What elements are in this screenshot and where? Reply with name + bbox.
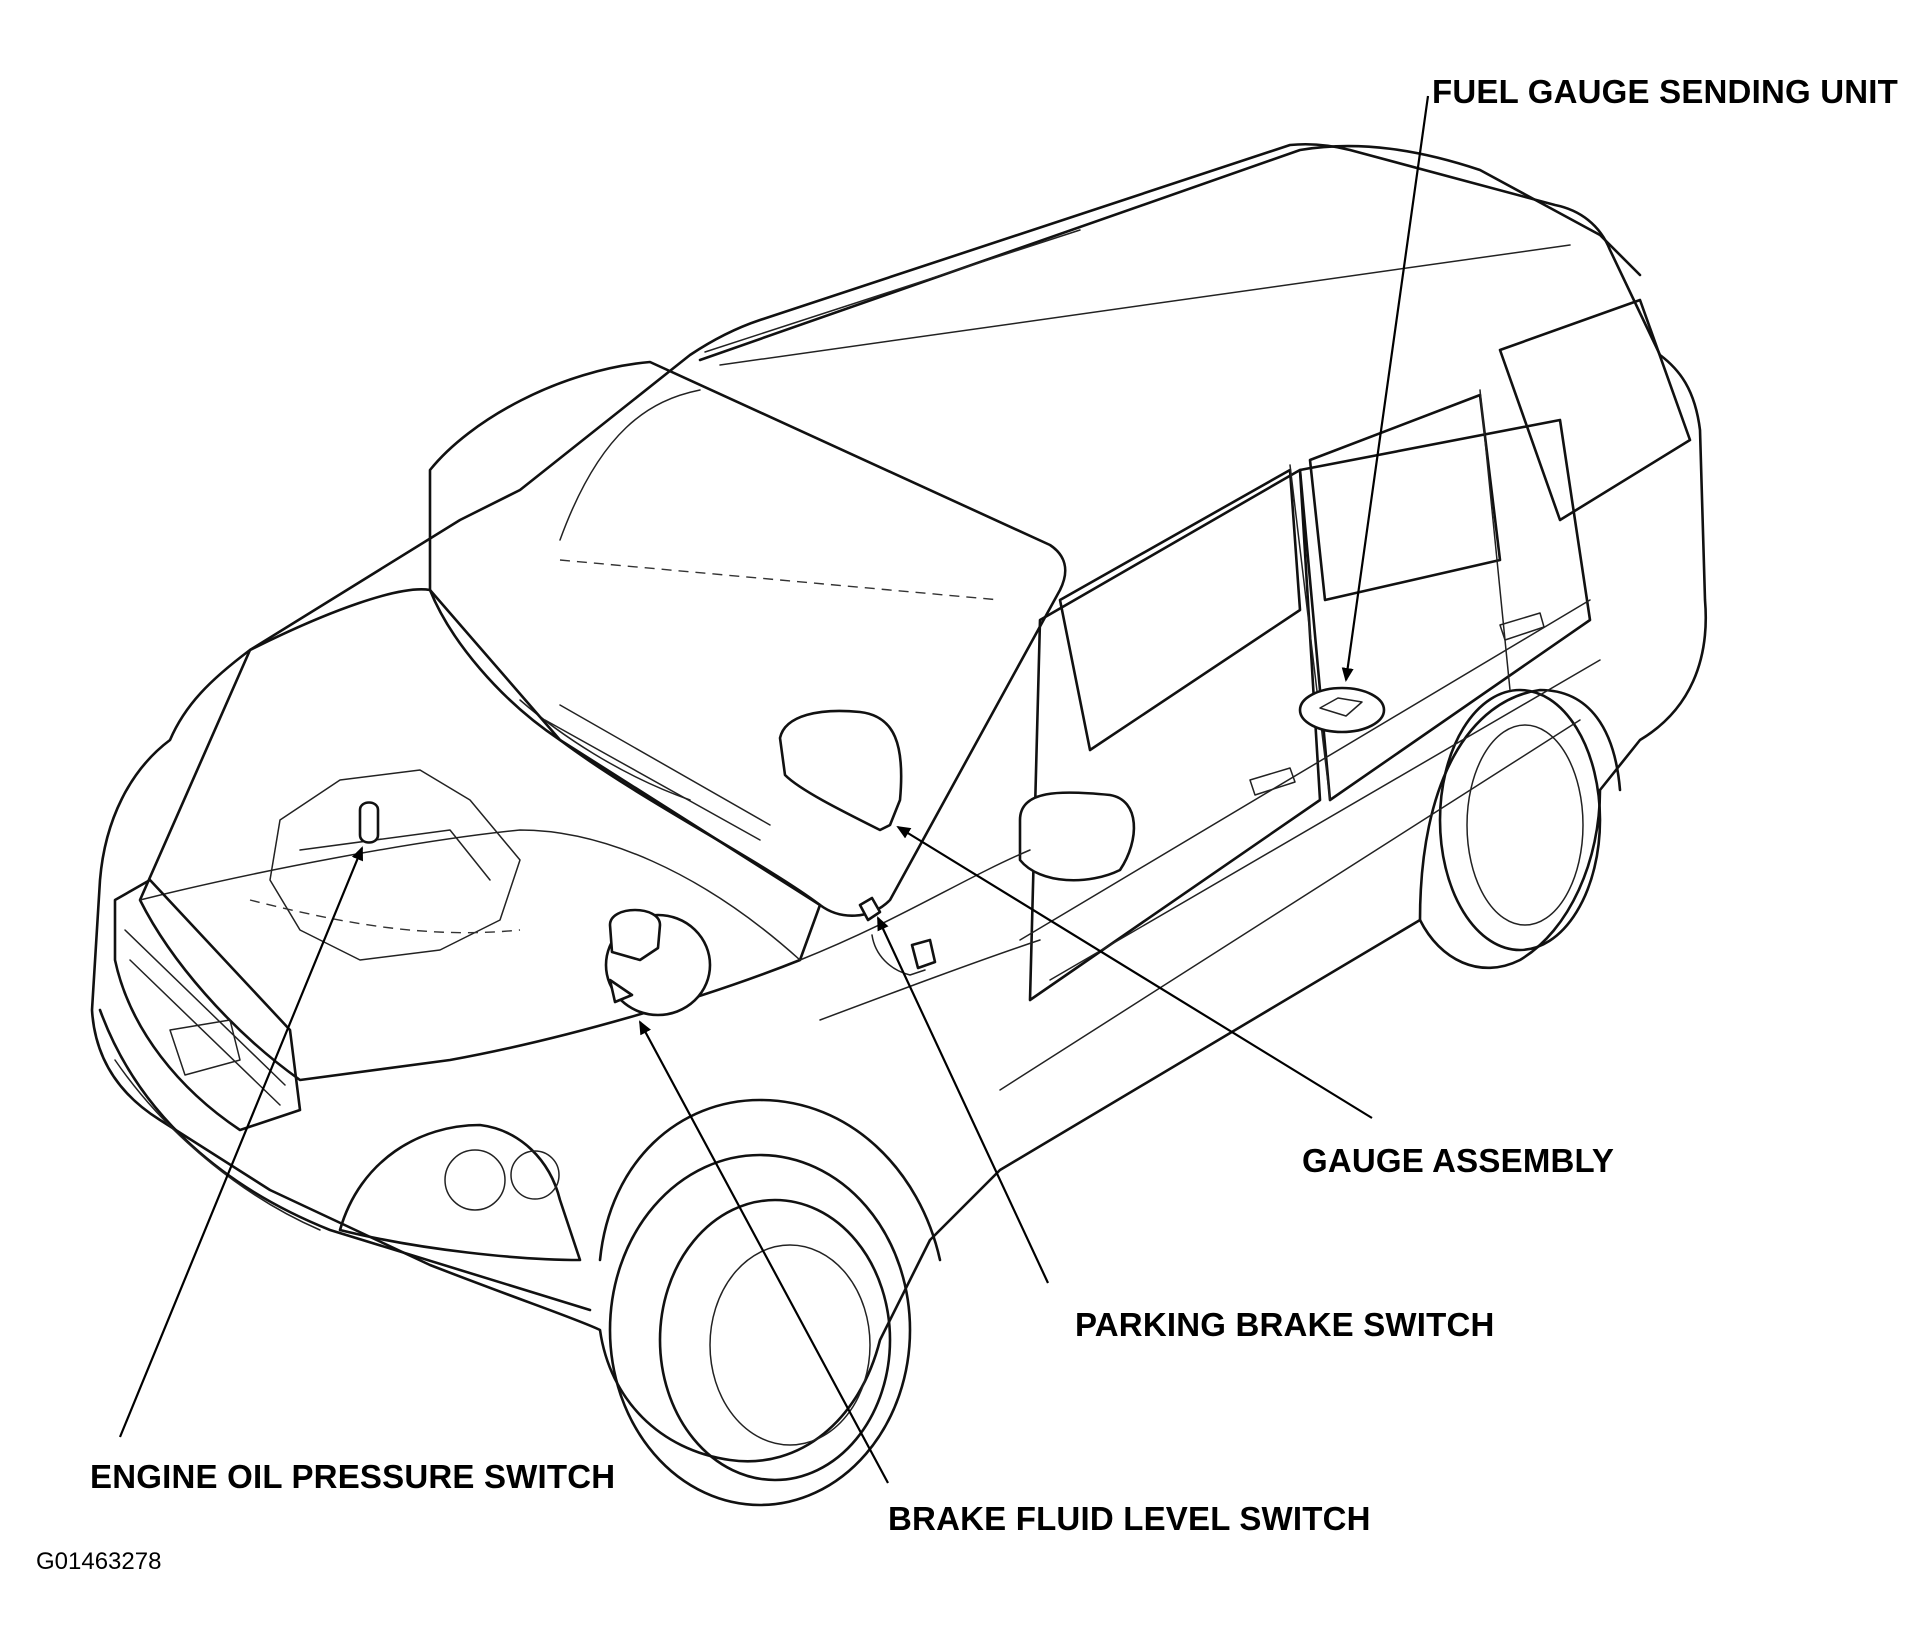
front-side-window — [1058, 468, 1302, 752]
quarter-window — [1498, 298, 1692, 522]
leader-fuel-gauge-sending-unit — [1341, 95, 1430, 682]
side-mirror — [1018, 791, 1136, 882]
rear-side-window — [1308, 393, 1502, 602]
leader-parking-brake-switch — [877, 916, 1049, 1284]
rear-door — [1298, 418, 1592, 802]
headlight — [338, 1123, 582, 1262]
vehicle-outline — [90, 142, 1707, 1463]
front-wheel — [598, 1098, 942, 1507]
label-parking-brake-switch: PARKING BRAKE SWITCH — [1075, 1306, 1495, 1343]
figure-code: G01463278 — [36, 1548, 161, 1575]
leader-lines — [118, 95, 1430, 1484]
front-door — [1028, 468, 1322, 1002]
gauge-assembly-component — [778, 709, 903, 832]
brake-fluid-level-switch-component — [604, 908, 712, 1017]
label-engine-oil-pressure-switch: ENGINE OIL PRESSURE SWITCH — [90, 1458, 615, 1495]
label-brake-fluid-level-switch: BRAKE FLUID LEVEL SWITCH — [888, 1500, 1371, 1537]
roof-line — [698, 144, 1642, 362]
vehicle-illustration — [90, 142, 1707, 1507]
engine-cover — [269, 769, 521, 961]
label-gauge-assembly: GAUGE ASSEMBLY — [1302, 1142, 1614, 1179]
engine-oil-pressure-switch-component — [358, 801, 380, 844]
windshield — [428, 360, 1067, 917]
parking-brake-switch-component — [858, 896, 937, 976]
labels: FUEL GAUGE SENDING UNIT GAUGE ASSEMBLY P… — [36, 73, 1898, 1575]
label-fuel-gauge-sending-unit: FUEL GAUGE SENDING UNIT — [1432, 73, 1898, 110]
hood — [138, 588, 822, 1082]
leader-engine-oil-pressure-switch — [118, 846, 364, 1438]
front-bumper — [98, 1008, 592, 1312]
rear-wheel — [1418, 688, 1622, 952]
fuel-gauge-sending-unit-component — [1298, 686, 1386, 734]
grille — [113, 878, 302, 1132]
leader-gauge-assembly — [896, 825, 1373, 1119]
leader-brake-fluid-level-switch — [639, 1020, 889, 1484]
